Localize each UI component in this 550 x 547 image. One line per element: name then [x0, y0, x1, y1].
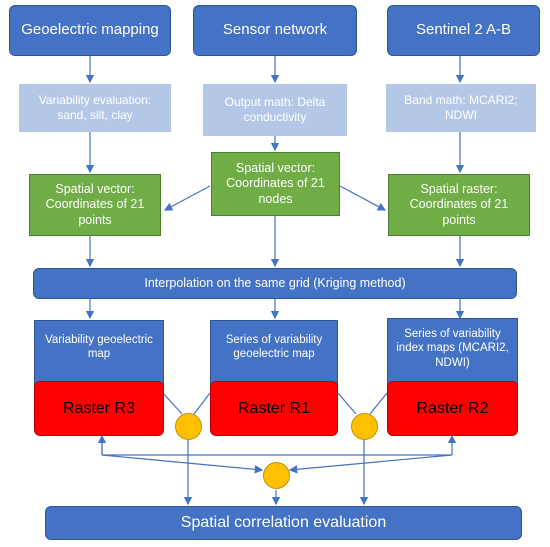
correlation-node-right [351, 413, 378, 440]
geoelectric-mapping-box: Geoelectric mapping [9, 5, 171, 56]
spatial-raster-box: Spatial raster: Coordinates of 21 points [388, 174, 530, 236]
output-math-label: Output math: Delta conductivity [224, 95, 326, 124]
output-math-box: Output math: Delta conductivity [203, 84, 347, 136]
spatial-vector-points-box: Spatial vector: Coordinates of 21 points [29, 174, 161, 236]
spatial-vector-nodes-label: Spatial vector: Coordinates of 21 nodes [226, 160, 325, 206]
series-index-maps-label: Series of variability index maps (MCARI2… [396, 328, 509, 369]
variability-evaluation-label: Variability evaluation: sand, silt, clay [38, 93, 152, 122]
correlation-node-left [175, 413, 202, 440]
correlation-node-bottom [263, 462, 290, 489]
raster-r3-label: Raster R3 [62, 399, 136, 417]
band-math-label: Band math: MCARI2; NDWI [404, 93, 518, 122]
interpolation-bar: Interpolation on the same grid (Kriging … [33, 268, 517, 299]
raster-r2-box: Raster R2 [387, 381, 518, 436]
sentinel-label: Sentinel 2 A-B [415, 21, 512, 39]
spatial-vector-nodes-box: Spatial vector: Coordinates of 21 nodes [211, 152, 340, 216]
series-geoelectric-map-box: Series of variability geoelectric map [210, 320, 338, 393]
sensor-network-box: Sensor network [193, 5, 357, 56]
raster-r1-box: Raster R1 [210, 381, 338, 436]
spatial-raster-label: Spatial raster: Coordinates of 21 points [409, 181, 509, 227]
raster-r3-box: Raster R3 [34, 381, 164, 436]
series-index-maps-box: Series of variability index maps (MCARI2… [387, 318, 518, 393]
series-geoelectric-map-label: Series of variability geoelectric map [225, 334, 323, 361]
variability-map-label: Variability geoelectric map [45, 334, 153, 361]
band-math-box: Band math: MCARI2; NDWI [386, 84, 536, 132]
spatial-correlation-bar: Spatial correlation evaluation [45, 506, 522, 540]
geoelectric-mapping-label: Geoelectric mapping [21, 21, 159, 39]
spatial-correlation-label: Spatial correlation evaluation [180, 514, 387, 531]
interpolation-label: Interpolation on the same grid (Kriging … [144, 275, 406, 290]
raster-r2-label: Raster R2 [416, 399, 489, 417]
variability-evaluation-box: Variability evaluation: sand, silt, clay [19, 84, 171, 132]
raster-r1-label: Raster R1 [237, 399, 311, 417]
sensor-network-label: Sensor network [222, 21, 328, 39]
spatial-vector-points-label: Spatial vector: Coordinates of 21 points [45, 181, 145, 227]
sentinel-box: Sentinel 2 A-B [387, 5, 540, 56]
variability-map-box: Variability geoelectric map [34, 320, 164, 393]
